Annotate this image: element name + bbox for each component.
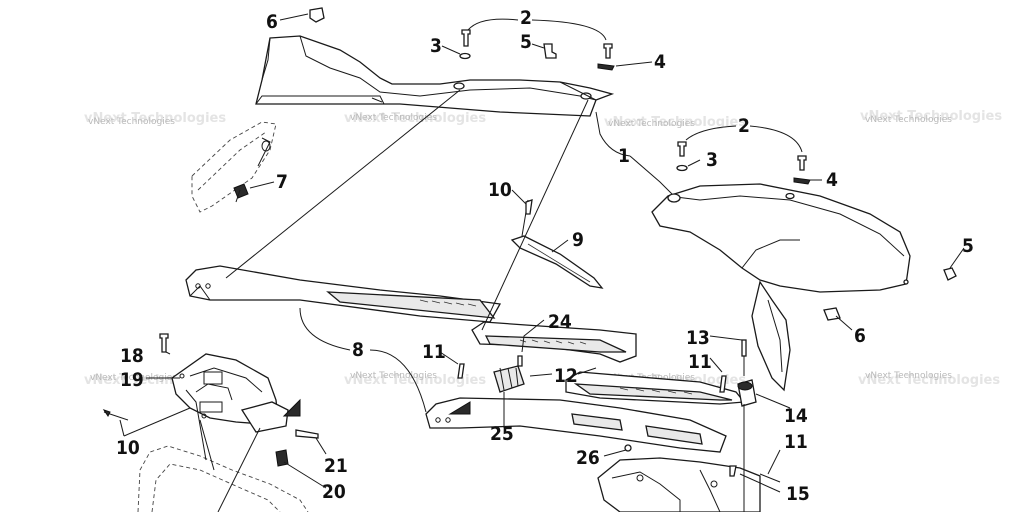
bolt-18-icon xyxy=(159,333,169,353)
callout-10-mid: 10 xyxy=(488,179,512,201)
screw-5-right-icon xyxy=(943,267,957,281)
callout-4-right: 4 xyxy=(826,169,838,191)
callout-6-right: 6 xyxy=(854,325,866,347)
watermark: vNext Technologies xyxy=(350,113,437,123)
left-side-panel xyxy=(255,35,615,117)
bracket-9 xyxy=(510,199,604,289)
callout-12: 12 xyxy=(554,365,578,387)
callout-26: 26 xyxy=(576,447,600,469)
bolt-2-b-icon xyxy=(603,43,613,59)
watermark: vNext Technologies xyxy=(608,119,695,129)
watermark-shadow: vNext Technologies xyxy=(858,373,1000,388)
watermark: vNext Technologies xyxy=(90,373,177,383)
watermark-shadow: vNext Technologies xyxy=(604,115,746,130)
pin-24-icon xyxy=(517,355,523,367)
callout-11-right: 11 xyxy=(784,431,808,453)
callout-24: 24 xyxy=(548,311,572,333)
bumper-25 xyxy=(493,365,525,393)
direction-arrow-icon xyxy=(282,398,301,417)
bolt-2-c-icon xyxy=(677,141,687,157)
pin-11-mid-icon xyxy=(457,363,465,379)
callout-11-mid: 11 xyxy=(688,351,712,373)
pin-11-right-bottom-icon xyxy=(759,473,781,483)
clip-4-right-icon xyxy=(793,177,811,185)
screw-6-right-icon xyxy=(823,307,841,321)
right-side-panel xyxy=(651,183,911,392)
callout-5-right: 5 xyxy=(962,235,974,257)
watermark: vNext Technologies xyxy=(865,371,952,381)
left-bracket-assembly xyxy=(171,353,289,433)
clip-4-top-icon xyxy=(597,63,615,71)
pin-11-right-top-icon xyxy=(719,375,727,393)
callout-3-top: 3 xyxy=(430,35,442,57)
bottom-right-bracket xyxy=(597,457,761,512)
callout-2-top: 2 xyxy=(520,7,532,29)
callout-19: 19 xyxy=(120,369,144,391)
frame-outline xyxy=(137,445,309,512)
callout-5-top: 5 xyxy=(520,31,532,53)
callout-9: 9 xyxy=(572,229,584,251)
leader-lines xyxy=(119,13,965,512)
callout-21: 21 xyxy=(324,455,348,477)
left-dashed-bracket xyxy=(191,121,277,213)
callout-2-right: 2 xyxy=(738,115,750,137)
callout-1: 1 xyxy=(618,145,630,167)
callout-7: 7 xyxy=(276,171,288,193)
direction-arrow-icon xyxy=(448,401,471,415)
callout-3-right: 3 xyxy=(706,149,718,171)
callout-11-left: 11 xyxy=(422,341,446,363)
callout-14: 14 xyxy=(784,405,808,427)
callout-numbers: 6 2 3 5 4 7 2 1 3 4 10 9 5 6 8 24 13 11 … xyxy=(116,7,974,505)
watermark-shadow: vNext Technologies xyxy=(860,109,1002,124)
bolt-2-a-icon xyxy=(461,29,471,47)
grommet-7-icon xyxy=(233,183,249,199)
bolt-2-d-icon xyxy=(797,155,807,171)
callout-4-top: 4 xyxy=(654,51,666,73)
callout-10-left: 10 xyxy=(116,437,140,459)
fasteners xyxy=(102,7,957,483)
lower-rail xyxy=(425,397,727,453)
bumper-14 xyxy=(737,339,757,407)
callout-13: 13 xyxy=(686,327,710,349)
watermark-shadow: vNext Technologies xyxy=(344,111,486,126)
footrest-plate-12 xyxy=(471,321,746,405)
callout-25: 25 xyxy=(490,423,514,445)
screw-15-icon xyxy=(729,465,737,477)
watermark: vNext Technologies xyxy=(865,115,952,125)
upper-rail xyxy=(185,265,502,323)
screw-5-top-icon xyxy=(543,43,557,59)
callout-6-top: 6 xyxy=(266,11,278,33)
callout-20: 20 xyxy=(322,481,346,503)
screw-26-icon xyxy=(624,444,632,452)
screw-6-top-icon xyxy=(309,7,325,23)
watermark: vNext Technologies xyxy=(88,117,175,127)
watermark-shadow: vNext Technologies xyxy=(344,373,486,388)
callout-15: 15 xyxy=(786,483,810,505)
washer-3-icon xyxy=(459,52,471,60)
watermark-shadow: vNext Technologies xyxy=(84,111,226,126)
watermark: vNext Technologies xyxy=(350,371,437,381)
callout-8: 8 xyxy=(352,339,364,361)
bolt-21-icon xyxy=(295,429,319,439)
callout-18: 18 xyxy=(120,345,144,367)
washer-3-right-icon xyxy=(676,164,688,172)
